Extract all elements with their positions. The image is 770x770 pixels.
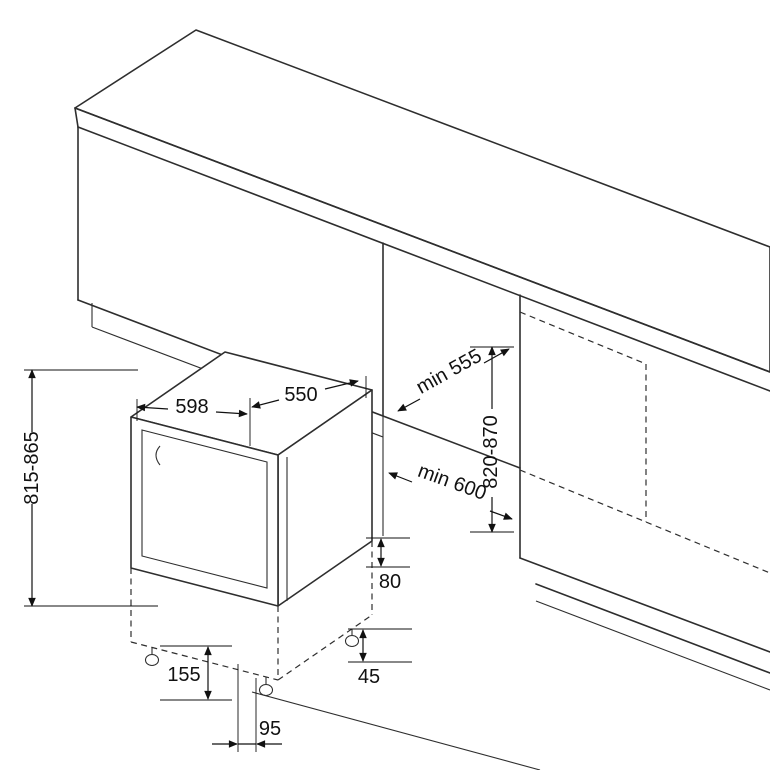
dim-label-base-recess: 80 [379, 571, 401, 593]
dim-arrow [136, 403, 169, 412]
door-handle-recess [155, 445, 161, 466]
dim-label-foot-adjust: 155 [167, 664, 200, 686]
countertop-left-end [74, 107, 79, 128]
dim-arrow [489, 510, 513, 520]
dishwasher-unit [130, 351, 373, 697]
dim-base-setback: 45 [348, 628, 412, 688]
right-cabinet-plinth-top [535, 583, 770, 674]
niche-floor-continuation-dashed [645, 521, 770, 574]
dim-appliance-depth: 550 [251, 376, 367, 409]
adjustable-foot [258, 677, 274, 697]
dim-arrow [388, 472, 413, 483]
front-floor-edge [251, 691, 541, 770]
adjustable-base-dashed [130, 541, 373, 681]
dim-label-appliance-depth: 550 [284, 384, 317, 406]
dim-appliance-width: 598 [136, 396, 251, 446]
foot-wheel [144, 653, 160, 667]
countertop-thickness-line [77, 126, 770, 392]
countertop-front-edge [74, 107, 770, 373]
niche-opening [382, 242, 521, 559]
dim-arrow [483, 348, 510, 364]
foot-wheel [258, 683, 274, 697]
dim-label-niche-depth: min 555 [413, 345, 486, 399]
niche-floor-front-edge [382, 415, 521, 469]
countertop-top-face [74, 29, 770, 373]
dim-arrow [397, 398, 421, 412]
adjustable-foot [144, 647, 160, 667]
dim-arrow [324, 379, 359, 390]
dishwasher-door-panel [141, 429, 268, 589]
niche-back-top-dashed [519, 311, 647, 365]
dim-label-niche-width: min 600 [415, 460, 489, 505]
dim-label-side-offset: 95 [259, 718, 281, 740]
right-cabinet-bottom-edge [519, 557, 770, 653]
dim-niche-height: 820-870 [470, 346, 514, 533]
right-cabinet-floor-line [535, 600, 770, 691]
dim-arrow [251, 399, 280, 409]
dim-foot-adjust: 155 [160, 645, 232, 701]
adjustable-foot [344, 629, 360, 648]
floor-line [251, 691, 541, 770]
base-side-bottom-dashed [277, 614, 373, 681]
dim-base-recess: 80 [366, 537, 410, 593]
right-cabinet [519, 557, 770, 691]
kitchen-counter [74, 29, 770, 438]
dim-label-base-setback: 45 [358, 666, 380, 688]
dim-arrow [215, 409, 248, 418]
base-front-bottom-dashed [130, 641, 279, 681]
foot-wheel [344, 634, 360, 648]
niche-back-floor-dashed [519, 469, 647, 523]
niche-extension-dashed [519, 311, 770, 574]
dim-label-niche-height: 820-870 [480, 415, 502, 488]
dim-label-appliance-width: 598 [175, 396, 208, 418]
dim-appliance-height: 815-865 [21, 369, 158, 607]
dim-label-appliance-height: 815-865 [21, 431, 43, 504]
dim-side-offset: 95 [212, 664, 282, 752]
